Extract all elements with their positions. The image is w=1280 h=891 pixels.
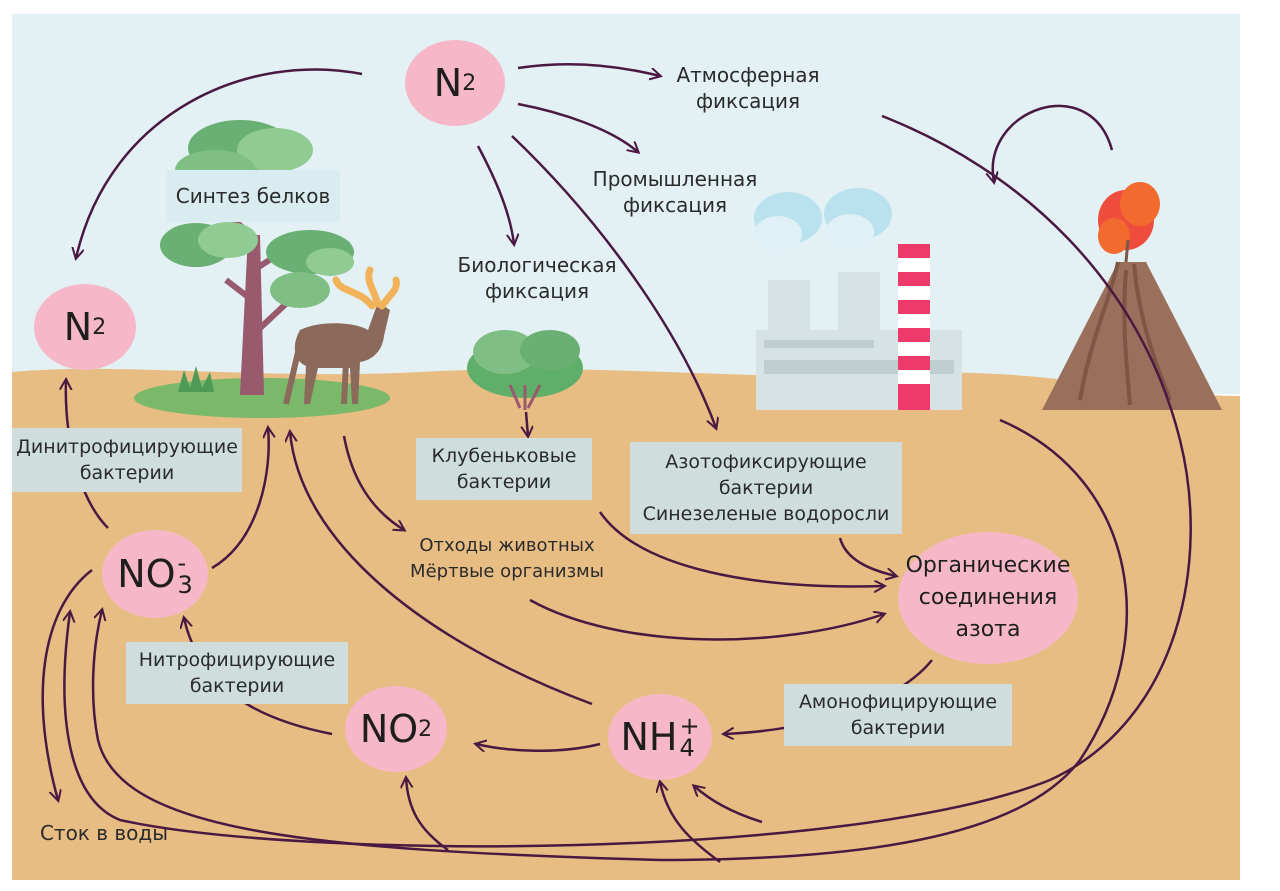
arrow-nh4-to-no2 (476, 744, 601, 751)
waste-label: Отходы животных Мёртвые организмы (396, 533, 618, 585)
arrow-atm-to-no3 (64, 114, 1192, 848)
bush-icon (467, 330, 583, 410)
n2-top-sub: 2 (462, 70, 477, 96)
azotofix-line-1: Азотофиксирующие (665, 451, 867, 473)
arrow-bottom-to-no2 (406, 778, 449, 852)
atm-fix-line-2: фиксация (695, 89, 801, 113)
ind-fix-line-2: фиксация (622, 193, 728, 217)
nh4-node: NH + 4 (608, 694, 712, 780)
arrow-volcano-loop (993, 104, 1114, 182)
industrial-fixation-label: Промышленная фиксация (572, 166, 778, 218)
waste-line-2: Мёртвые организмы (410, 561, 604, 582)
atmospheric-fixation-label: Атмосферная фиксация (660, 62, 836, 114)
nh4-base: NH (620, 715, 678, 759)
denitr-line-1: Динитрофицирующие (16, 436, 238, 458)
ammonif-line-2: бактерии (850, 717, 946, 739)
arrow-n2-to-azotofix (511, 135, 716, 428)
bio-fix-line-1: Биологическая (457, 253, 617, 277)
nitrif-line-1: Нитрофицирующие (138, 649, 336, 671)
azotofix-line-2: бактерии (718, 477, 814, 499)
no2-sub: 2 (418, 716, 433, 742)
nh4-stack: + 4 (679, 712, 700, 762)
nh4-sub: 4 (679, 734, 695, 762)
no3-stack: - 3 (177, 549, 193, 599)
arrow-no3-to-tree (211, 428, 269, 570)
azotofix-line-3: Синезеленые водоросли (642, 503, 890, 525)
organic-line-1: Органические (905, 553, 1071, 578)
organic-line-3: азота (955, 617, 1021, 642)
no3-sup: - (177, 549, 187, 577)
arrow-layer (41, 63, 1192, 864)
nodule-line-1: Клубеньковые (431, 445, 577, 467)
denitr-line-2: бактерии (79, 462, 175, 484)
soil-background (12, 368, 1240, 880)
protein-synthesis-label: Синтез белков (166, 170, 340, 222)
denitrifying-bacteria-box: Динитрофицирующие бактерии (12, 428, 242, 492)
nodule-line-2: бактерии (456, 471, 552, 493)
n2-left-base: N (63, 305, 93, 349)
volcano-icon (1042, 182, 1222, 410)
atm-fix-line-1: Атмосферная (676, 63, 820, 87)
arrow-waste-to-organic (529, 598, 884, 641)
n2-left-sub: 2 (92, 314, 107, 340)
nitrif-line-2: бактерии (189, 675, 285, 697)
runoff-text: Сток в воды (39, 821, 169, 845)
n2-top-base: N (433, 61, 463, 105)
arrow-factory-to-nh4 (91, 418, 1128, 862)
arrow-n2-to-atm-fix (517, 63, 660, 76)
arrow-bottom-to-nh4-b (694, 786, 763, 824)
arrow-n2-to-n2-left (76, 68, 363, 258)
arrow-nh4-to-tree (290, 432, 593, 706)
ind-fix-line-1: Промышленная (592, 167, 758, 191)
ammonifying-bacteria-box: Амонофицирующие бактерии (784, 684, 1012, 746)
no3-sub: 3 (177, 571, 193, 599)
arrow-n2-to-ind-fix (517, 102, 638, 152)
ammonif-line-1: Амонофицирующие (798, 691, 998, 713)
arrow-bottom-to-nh4-a (660, 782, 721, 864)
arrow-tree-to-waste (342, 435, 404, 530)
grass-tuft (178, 366, 214, 392)
bio-fix-line-2: фиксация (484, 279, 590, 303)
protein-text: Синтез белков (175, 184, 331, 208)
organic-line-2: соединения (918, 585, 1058, 610)
biological-fixation-label: Биологическая фиксация (436, 252, 638, 304)
arrow-nodule-to-organic (598, 511, 884, 586)
runoff-label: Сток в воды (24, 820, 184, 846)
azotofixing-bacteria-box: Азотофиксирующие бактерии Синезеленые во… (630, 442, 902, 534)
arrow-no3-to-runoff (41, 569, 93, 800)
arrow-n2-to-bio-fix (476, 145, 514, 244)
no2-base: NO (359, 707, 419, 751)
waste-line-1: Отходы животных (419, 535, 595, 556)
nodule-bacteria-box: Клубеньковые бактерии (416, 438, 592, 500)
organic-nitrogen-node: Органические соединения азота (898, 532, 1078, 664)
factory-icon (754, 188, 962, 410)
arrow-bush-to-nodule (526, 411, 528, 436)
no3-node: NO - 3 (102, 530, 208, 618)
nitrifying-bacteria-box: Нитрофицирующие бактерии (126, 642, 348, 704)
deer-icon (283, 266, 400, 405)
arrow-azotofix-to-organic (838, 537, 896, 576)
nh4-sup: + (679, 712, 700, 740)
no3-base: NO (117, 552, 176, 596)
